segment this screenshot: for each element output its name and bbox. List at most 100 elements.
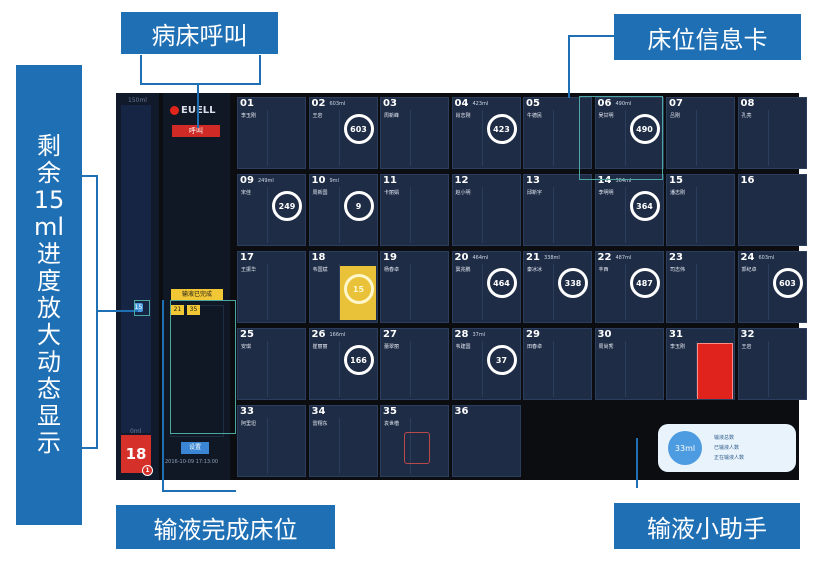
bed-number: 02	[311, 98, 326, 109]
assistant-line: 正在输液人数	[714, 455, 745, 461]
bed-number: 16	[740, 175, 755, 186]
callout-connector	[568, 35, 614, 37]
bed-divider	[767, 264, 769, 320]
bed-number: 26	[311, 329, 326, 340]
bed-card[interactable]: 36	[451, 405, 521, 477]
patient-name: 韦建国	[455, 344, 471, 350]
bed-divider	[267, 110, 268, 166]
bed-divider	[696, 341, 697, 397]
patient-name: 窦兆鹏	[455, 267, 471, 273]
level-marker[interactable]: 15	[134, 303, 143, 312]
bed-number: 29	[526, 329, 540, 340]
bed-volume-tag: 490ml	[615, 101, 632, 107]
bed-number: 23	[669, 252, 683, 263]
remaining-volume-ring: 364	[629, 191, 660, 221]
remaining-level-panel: 150ml 0ml 15 18 1	[116, 93, 159, 480]
bed-card[interactable]: 16	[737, 174, 807, 246]
bed-volume-tag: 166ml	[329, 332, 346, 338]
done-title: 输液已完成	[171, 289, 223, 300]
patient-name: 崔丽丽	[312, 344, 328, 350]
patient-name: 蕾翠丽	[384, 344, 400, 350]
bed-divider	[624, 110, 626, 166]
bed-number: 03	[383, 98, 397, 109]
bed-divider	[338, 264, 340, 320]
callout-connector	[162, 300, 236, 492]
bed-volume-tag: 364ml	[615, 178, 632, 184]
infusion-assistant-widget[interactable]: 33ml 输液总数 已输液人数 正在输液人数	[658, 424, 796, 472]
bed-divider	[624, 341, 626, 397]
low-volume-alert: 15	[339, 266, 376, 320]
bed-volume-tag: 338ml	[544, 255, 560, 261]
bed-number: 14	[597, 175, 612, 186]
callout-connector	[96, 310, 138, 312]
bed-number: 20	[454, 252, 469, 263]
done-bed-chip[interactable]: 35	[187, 305, 200, 315]
bed-divider	[553, 187, 554, 243]
assistant-line: 输液总数	[714, 435, 735, 441]
callout-connector	[140, 55, 261, 85]
remaining-volume-ring: 490	[629, 114, 660, 144]
bed-card[interactable]: 18 韦国斌 15	[308, 251, 378, 323]
callout-char: 示	[37, 429, 61, 457]
bed-divider	[481, 264, 483, 320]
callout-char: 余	[37, 159, 61, 187]
bed-card-highlight	[579, 96, 663, 180]
bed-number: 32	[740, 329, 755, 340]
call-button[interactable]: 呼叫	[172, 125, 220, 137]
bed-number: 18	[311, 252, 326, 263]
callout-char: 态	[37, 375, 61, 403]
settings-button[interactable]: 设置	[181, 442, 209, 454]
remaining-volume-ring: 166	[343, 345, 374, 375]
patient-name: 孔亮	[741, 113, 752, 119]
bed-number: 28	[454, 329, 469, 340]
remaining-volume-ring: 9	[343, 191, 374, 221]
bed-counter[interactable]: 18 1	[121, 435, 153, 476]
patient-name: 韦国斌	[312, 267, 328, 273]
patient-name: 安琪	[241, 344, 252, 350]
done-beds-highlight	[170, 300, 236, 434]
bed-number: 07	[669, 98, 683, 109]
done-bed-chip[interactable]: 21	[171, 305, 184, 315]
bed-divider	[338, 341, 340, 397]
bed-divider	[410, 418, 411, 474]
patient-name: 雷翔东	[312, 421, 328, 427]
patient-name: 王振华	[241, 267, 257, 273]
patient-name: 宋佳	[241, 190, 252, 196]
bed-number: 11	[383, 175, 397, 186]
patient-name: 阿里坦	[241, 421, 257, 427]
callout-char: 剩	[37, 132, 61, 160]
